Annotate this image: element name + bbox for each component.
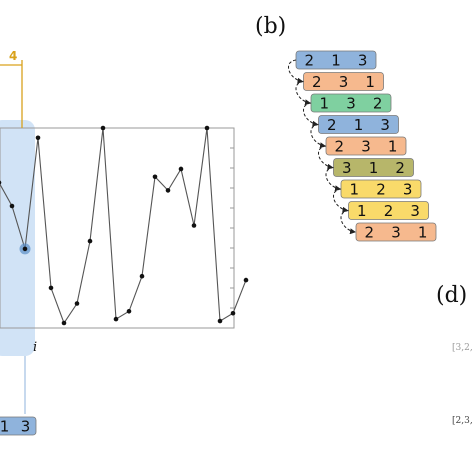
permutation-digit: 3 [380, 116, 390, 134]
panel-a: 4 i [0, 49, 249, 356]
permutation-digit: 2 [327, 116, 337, 134]
data-point [35, 135, 41, 141]
time-series [0, 125, 249, 326]
snippet-2: [2,3, [452, 416, 473, 426]
x-axis-label: i [33, 340, 37, 355]
transition-arrow [332, 188, 349, 213]
data-point [230, 310, 236, 316]
permutation-digit: 2 [373, 95, 383, 113]
data-point [243, 277, 249, 283]
data-point [165, 188, 171, 193]
permutation-digit: 1 [357, 202, 367, 220]
permutation-digit: 3 [21, 418, 31, 436]
series-line [0, 127, 247, 325]
data-point [126, 309, 132, 314]
permutation-digit: 1 [365, 73, 375, 91]
plot-right-ticks [230, 147, 234, 329]
permutation-digit: 3 [410, 202, 420, 220]
data-point [87, 238, 93, 244]
permutation-digit: 1 [350, 181, 360, 199]
window-size-label: 4 [9, 49, 17, 63]
data-point [74, 301, 80, 306]
permutation-digit: 3 [346, 95, 356, 113]
permutation-box [355, 222, 437, 242]
permutation-digit: 2 [305, 52, 315, 70]
data-point [61, 320, 67, 326]
permutation-digit: 1 [388, 138, 398, 156]
permutation-digit: 2 [365, 224, 375, 242]
permutation-digit: 1 [320, 95, 330, 113]
permutation-digit: 2 [395, 159, 405, 177]
permutation-digit: 3 [358, 52, 368, 70]
data-point [178, 166, 184, 172]
data-point [217, 318, 223, 324]
permutation-digit: 1 [331, 52, 341, 70]
data-point [100, 125, 106, 131]
transition-arrow [302, 102, 319, 127]
permutation-digit: 2 [335, 138, 345, 156]
permutation-digit: 1 [0, 418, 9, 436]
transition-arrow [295, 81, 311, 106]
permutation-digit: 1 [369, 159, 379, 177]
permutation-digit: 3 [403, 181, 413, 199]
panel-d-label: (d) [436, 283, 467, 308]
permutation-digit: 2 [384, 202, 394, 220]
transition-arrow [325, 167, 341, 192]
data-point [9, 203, 15, 209]
snippet-1: [3,2, [452, 343, 473, 353]
permutation-digit: 3 [339, 73, 349, 91]
permutation-digit: 3 [342, 159, 352, 177]
permutation-digit: 3 [361, 138, 371, 156]
permutation-digit: 1 [418, 224, 428, 242]
permutation-digit: 3 [391, 224, 401, 242]
permutation-digit: 1 [354, 116, 364, 134]
transition-arrow [310, 124, 326, 149]
data-point [48, 285, 54, 291]
data-point [0, 180, 2, 185]
data-point [152, 174, 158, 180]
window-highlight [0, 120, 35, 356]
permutation-digit: 2 [376, 181, 386, 199]
data-point [191, 223, 197, 228]
data-point [113, 316, 119, 322]
transition-arrow [340, 210, 356, 235]
transition-arrow [287, 59, 304, 84]
data-point [22, 246, 28, 252]
data-point [139, 273, 145, 279]
permutation-box [0, 416, 37, 436]
data-point [204, 125, 210, 131]
panel-b-label: (b) [255, 14, 286, 39]
permutation-digit: 2 [312, 73, 322, 91]
transition-arrow [317, 145, 334, 170]
